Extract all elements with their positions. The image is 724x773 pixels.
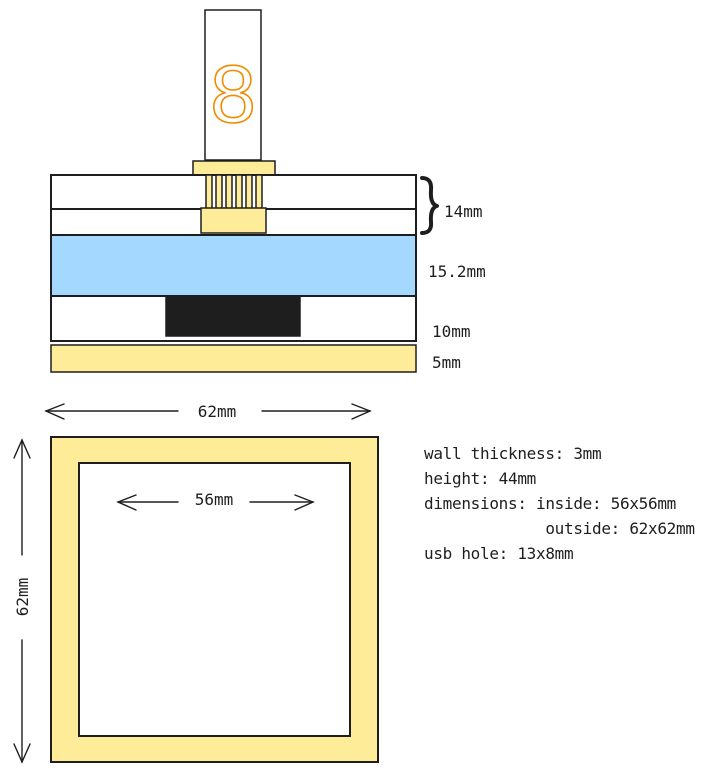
curly-brace-icon [420,176,439,235]
label-top-section: 14mm [444,202,483,221]
outer-height-arrow [13,438,31,764]
outer-height-label: 62mm [13,578,32,617]
note-wall-thickness: wall thickness: 3mm [424,444,602,463]
note-usb-hole: usb hole: 13x8mm [424,544,574,563]
outer-width-label: 62mm [198,402,237,421]
blue-layer [50,234,417,297]
display-module [204,9,262,161]
note-height: height: 44mm [424,469,536,488]
specification-notes: wall thickness: 3mm height: 44mm dimensi… [424,441,695,566]
enclosure-interior [78,462,351,737]
outer-width-arrow [44,403,372,420]
label-blue-layer: 15.2mm [428,262,486,281]
note-dimensions-inside: dimensions: inside: 56x56mm [424,494,676,513]
note-dimensions-outside: outside: 62x62mm [424,519,695,538]
inner-width-arrow [116,494,315,511]
pin-socket [200,207,267,234]
black-block [165,295,301,337]
label-bottom-section: 10mm [432,322,471,341]
base-plate [50,344,417,373]
top-layer [50,174,417,210]
inner-width-label: 56mm [195,490,234,509]
seven-segment-digit: 8 [210,49,256,140]
label-base: 5mm [432,353,461,372]
display-connector-header [192,160,276,176]
